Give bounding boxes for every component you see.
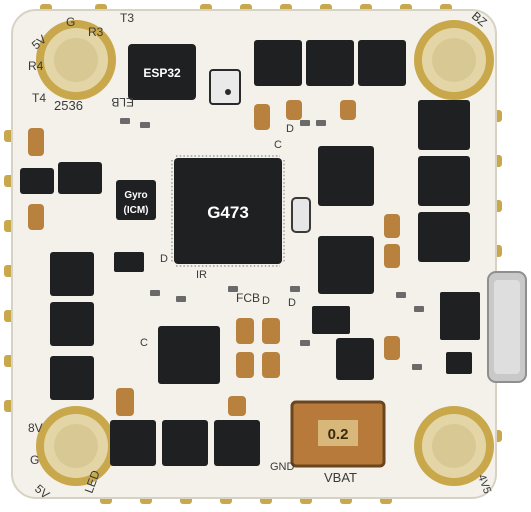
pressure-sensor (209, 69, 241, 105)
esp32-chip (128, 44, 196, 100)
mounting-holes (36, 20, 494, 486)
left-chips (20, 162, 144, 400)
silk-8v: 8V (28, 421, 43, 435)
bottom-mosfets (110, 420, 260, 466)
silk-vbat: VBAT (324, 470, 357, 485)
top-mosfets (254, 40, 406, 86)
silk-d2: D (160, 253, 168, 265)
silk-t3: T3 (120, 11, 134, 25)
silk-g-left: G (30, 453, 39, 467)
silk-d1: D (286, 123, 294, 135)
silk-c1: C (274, 139, 282, 151)
silk-r4: R4 (28, 59, 44, 73)
mcu-label: G473 (207, 203, 249, 222)
resistor-value: 0.2 (328, 426, 349, 443)
silk-d3: D (262, 295, 270, 307)
gyro-chip (116, 180, 156, 220)
small-passives (120, 118, 424, 370)
silk-fcb: FCB (236, 291, 260, 305)
silk-ir: IR (196, 269, 207, 281)
crystal (291, 197, 311, 233)
capacitors (28, 100, 400, 416)
gyro-label-1: Gyro (124, 190, 147, 201)
silk-c2: C (140, 337, 148, 349)
right-chips (312, 100, 480, 380)
mcu-chip (174, 158, 282, 264)
silk-r3: R3 (88, 25, 104, 39)
silk-elb: ELB (111, 95, 134, 109)
silk-code: 2536 (54, 98, 83, 113)
gyro-label-2: (ICM) (124, 205, 149, 216)
esp32-label: ESP32 (143, 66, 181, 80)
silk-gnd: GND (270, 461, 295, 473)
silk-d4: D (288, 297, 296, 309)
silk-g-top: G (66, 15, 75, 29)
silk-t4: T4 (32, 91, 46, 105)
lower-chip (158, 326, 220, 384)
